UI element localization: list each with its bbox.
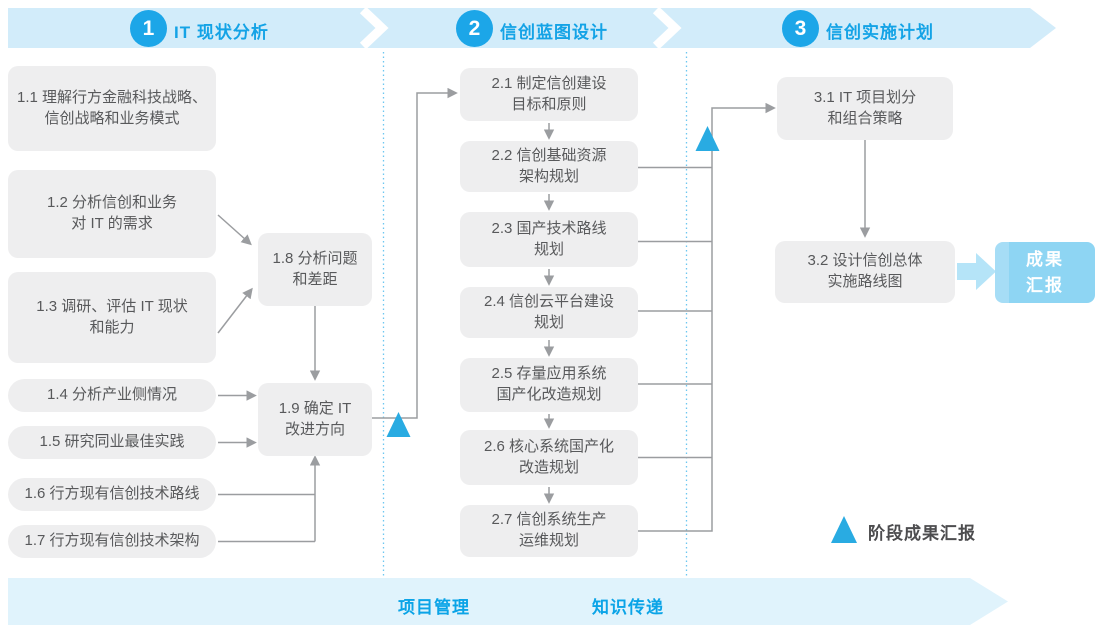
step-box-1-2: 1.2 分析信创和业务 对 IT 的需求 bbox=[8, 170, 216, 258]
connector-lines bbox=[217, 87, 871, 543]
phase-divider-chevron-icon bbox=[652, 6, 682, 50]
step-box-1-1: 1.1 理解行方金融科技战略、 信创战略和业务模式 bbox=[8, 66, 216, 151]
phase-divider-chevron-icon bbox=[359, 6, 389, 50]
step-box-2-6: 2.6 核心系统国产化 改造规划 bbox=[460, 430, 638, 485]
milestone-triangle-icon bbox=[695, 126, 720, 151]
step-box-2-1: 2.1 制定信创建设 目标和原则 bbox=[460, 68, 638, 121]
step-box-1-8: 1.8 分析问题 和差距 bbox=[258, 233, 372, 306]
footer-label-project-management: 项目管理 bbox=[398, 598, 470, 617]
step-box-2-2: 2.2 信创基础资源 架构规划 bbox=[460, 141, 638, 192]
step-box-1-6: 1.6 行方现有信创技术路线 bbox=[8, 478, 216, 511]
step-box-2-4: 2.4 信创云平台建设 规划 bbox=[460, 287, 638, 338]
result-report-box: 成果 汇报 bbox=[995, 242, 1095, 303]
result-fat-arrow-icon bbox=[957, 253, 996, 290]
phase-number-badge: 3 bbox=[782, 10, 819, 47]
phase-number-badge: 2 bbox=[456, 10, 493, 47]
step-box-1-5: 1.5 研究同业最佳实践 bbox=[8, 426, 216, 459]
phase-number-badge: 1 bbox=[130, 10, 167, 47]
phase-title: 信创实施计划 bbox=[826, 23, 934, 42]
step-box-2-5: 2.5 存量应用系统 国产化改造规划 bbox=[460, 358, 638, 412]
step-box-3-2: 3.2 设计信创总体 实施路线图 bbox=[775, 241, 955, 303]
legend-label: 阶段成果汇报 bbox=[868, 524, 976, 543]
step-box-1-9: 1.9 确定 IT 改进方向 bbox=[258, 383, 372, 456]
step-box-1-4: 1.4 分析产业侧情况 bbox=[8, 379, 216, 412]
step-box-1-3: 1.3 调研、评估 IT 现状 和能力 bbox=[8, 272, 216, 363]
footer-banner-strip bbox=[8, 578, 1008, 625]
footer-label-knowledge-transfer: 知识传递 bbox=[592, 598, 664, 617]
step-box-3-1: 3.1 IT 项目划分 和组合策略 bbox=[777, 77, 953, 140]
legend-triangle-icon bbox=[831, 516, 857, 543]
phase-title: IT 现状分析 bbox=[174, 23, 269, 42]
milestone-triangle-icon bbox=[386, 412, 411, 437]
step-box-1-7: 1.7 行方现有信创技术架构 bbox=[8, 525, 216, 558]
step-box-2-7: 2.7 信创系统生产 运维规划 bbox=[460, 505, 638, 557]
phase-title: 信创蓝图设计 bbox=[500, 23, 608, 42]
step-box-2-3: 2.3 国产技术路线 规划 bbox=[460, 212, 638, 267]
